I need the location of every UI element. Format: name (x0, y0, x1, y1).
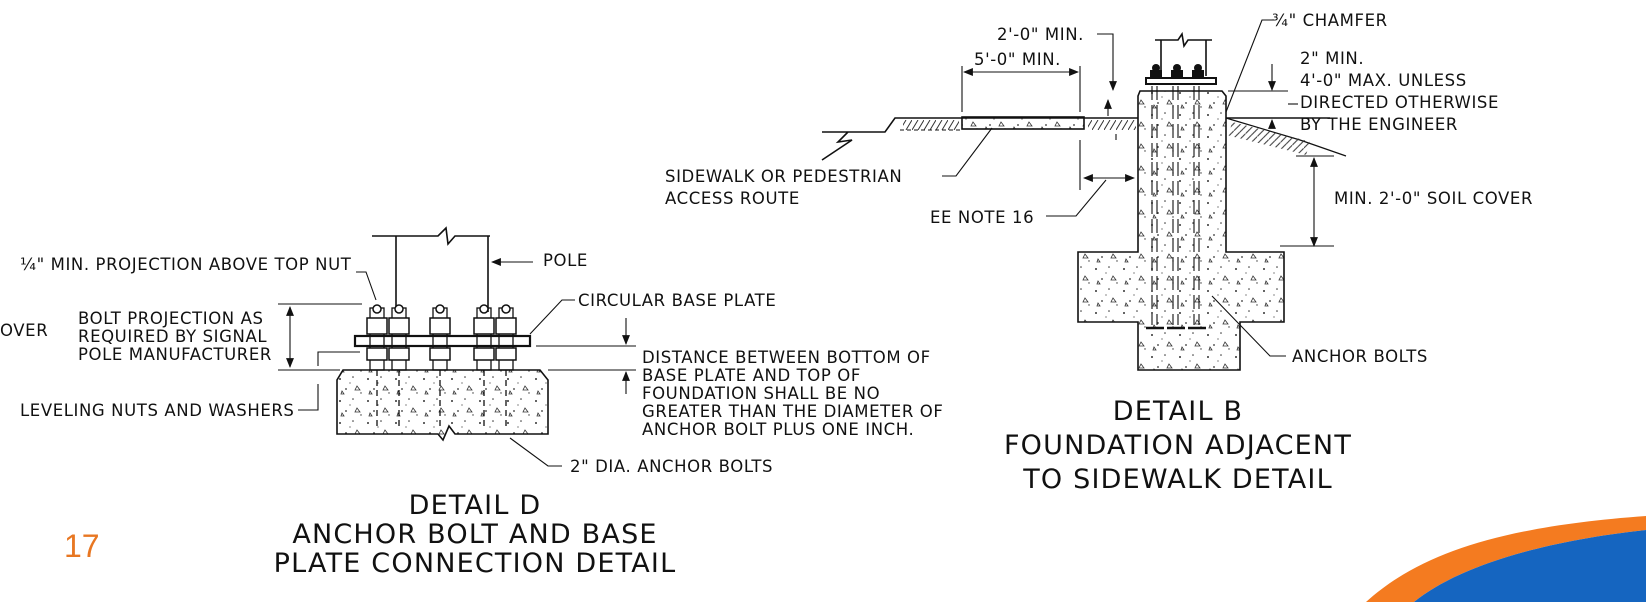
label-leveling-nuts: LEVELING NUTS AND WASHERS (20, 401, 295, 420)
pole-stub (1155, 31, 1212, 76)
detail-b-title-3: TO SIDEWALK DETAIL (1022, 464, 1333, 495)
detail-d-labels: ¼" MIN. PROJECTION ABOVE TOP NUT POLE CI… (0, 251, 943, 579)
label-soil-cover: MIN. 2'-0" SOIL COVER (1334, 189, 1533, 208)
label-distance-1: DISTANCE BETWEEN BOTTOM OF (642, 348, 931, 367)
label-bolt-projection-2: REQUIRED BY SIGNAL (78, 327, 267, 346)
swoosh-blue (1414, 530, 1646, 602)
detail-b (821, 19, 1347, 371)
label-projection-top-nut: ¼" MIN. PROJECTION ABOVE TOP NUT (20, 255, 352, 274)
anchor-bolts-b (1146, 86, 1206, 330)
detail-d-title-3: PLATE CONNECTION DETAIL (274, 548, 677, 579)
detail-b-leaders (942, 19, 1334, 357)
detail-d-title-2: ANCHOR BOLT AND BASE (292, 519, 657, 550)
label-bolt-projection-1: BOLT PROJECTION AS (78, 309, 264, 328)
label-pole: POLE (543, 251, 588, 270)
soil-hatch-band (903, 120, 959, 130)
label-cut-over: OVER (0, 321, 48, 340)
label-directed: DIRECTED OTHERWISE (1300, 93, 1499, 112)
sidewalk-slab (961, 116, 1085, 130)
soil-hatch-band-2 (1088, 120, 1136, 130)
label-five-ft-min: 5'-0" MIN. (974, 50, 1061, 69)
label-distance-5: ANCHOR BOLT PLUS ONE INCH. (642, 420, 914, 439)
label-distance-4: GREATER THAN THE DIAMETER OF (642, 402, 943, 421)
label-by-engineer: BY THE ENGINEER (1300, 115, 1458, 134)
label-two-ft-min: 2'-0" MIN. (997, 25, 1084, 44)
foundation-block (336, 369, 549, 442)
page-number: 17 (64, 528, 100, 564)
brand-swoosh (1366, 516, 1646, 602)
label-anchor-bolts-dia: 2" DIA. ANCHOR BOLTS (570, 457, 773, 476)
detail-d-leaders (278, 258, 636, 467)
detail-d-title-1: DETAIL D (409, 490, 542, 521)
pole-outline (372, 226, 490, 312)
circular-base-plate (353, 334, 532, 348)
detail-b-labels: ¾" CHAMFER 2'-0" MIN. 5'-0" MIN. 2" MIN.… (665, 11, 1533, 495)
label-distance-2: BASE PLATE AND TOP OF (642, 366, 861, 385)
label-anchor-bolts: ANCHOR BOLTS (1292, 347, 1428, 366)
detail-b-title-1: DETAIL B (1113, 396, 1243, 427)
label-four-ft-max: 4'-0" MAX. UNLESS (1300, 71, 1467, 90)
label-sidewalk-2: ACCESS ROUTE (665, 189, 800, 208)
label-two-in-min: 2" MIN. (1300, 49, 1364, 68)
foundation-shaft (1077, 90, 1285, 371)
ground-line-left (821, 117, 1138, 161)
detail-d (278, 226, 636, 467)
label-circular-base-plate: CIRCULAR BASE PLATE (578, 291, 776, 310)
swoosh-orange (1366, 516, 1646, 602)
soil-hatch-slope (1228, 122, 1310, 155)
nuts-and-washers (366, 304, 517, 361)
label-chamfer: ¾" CHAMFER (1272, 11, 1388, 30)
label-bolt-projection-3: POLE MANUFACTURER (78, 345, 272, 364)
label-see-note: EE NOTE 16 (930, 208, 1034, 227)
base-plate-b (1145, 77, 1217, 85)
detail-b-title-2: FOUNDATION ADJACENT (1004, 430, 1352, 461)
label-distance-3: FOUNDATION SHALL BE NO (642, 384, 880, 403)
nuts-b (1150, 64, 1204, 78)
label-sidewalk-1: SIDEWALK OR PEDESTRIAN (665, 167, 902, 186)
